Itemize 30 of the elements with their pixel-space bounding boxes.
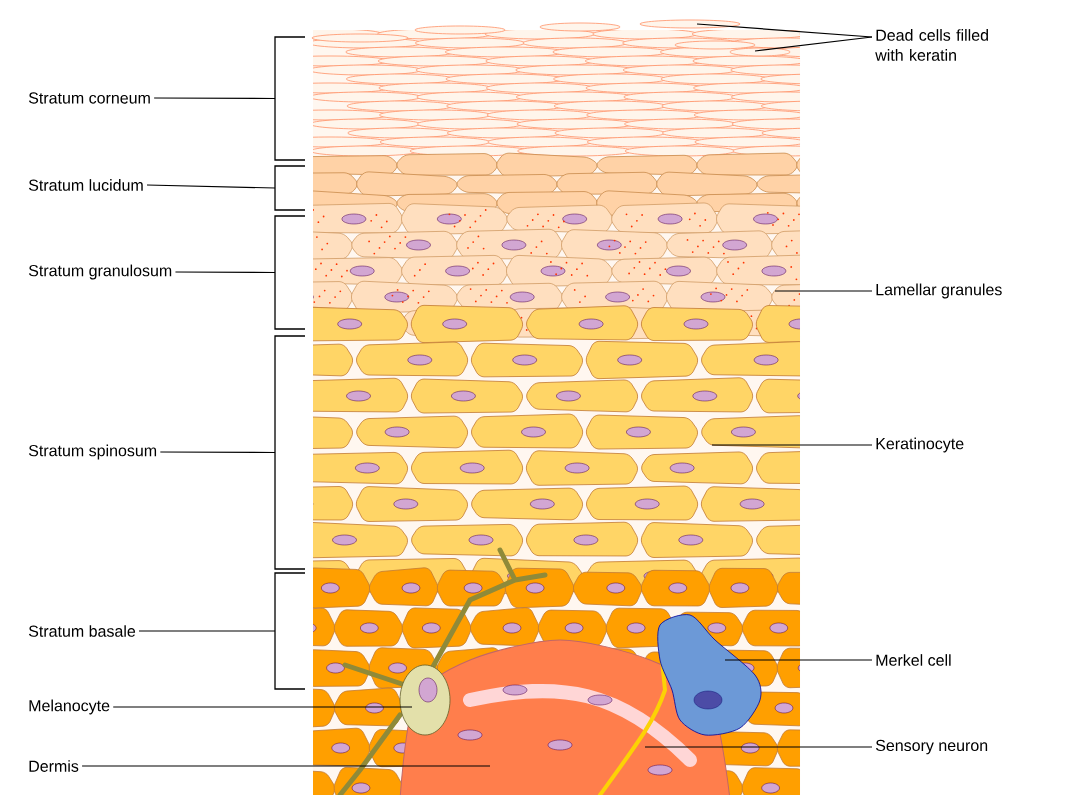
leader-line [644,746,873,748]
label-text: Dead cells filled with keratin [875,29,988,61]
label-text: Sensory neuron [875,739,988,755]
leader-line [159,451,276,454]
bracket [274,36,306,161]
label-text: Lamellar granules [876,283,1002,299]
leader-line [724,659,873,661]
leader-line [81,765,491,767]
label-text: Stratum granulosum [28,264,172,280]
leader-line [146,184,276,189]
leader-line [754,36,873,52]
label-text: Dermis [29,760,79,772]
leader-line [711,444,873,446]
bracket [274,572,306,690]
bracket [274,335,306,570]
label-text: Stratum basale [28,625,136,637]
label-text: Keratinocyte [876,437,964,453]
leader-line [138,630,276,632]
leader-line [153,97,276,100]
label-text: Melanocyte [29,699,110,715]
bracket [274,165,306,211]
bracket [274,215,306,330]
label-text: Merkel cell [876,654,951,666]
label-text: Stratum corneum [28,92,150,104]
label-text: Stratum spinosum [28,444,157,460]
leader-line [774,290,873,292]
leader-line [112,706,413,708]
leader-line [696,23,873,38]
leader-line [174,271,276,274]
label-text: Stratum lucidum [28,179,143,191]
